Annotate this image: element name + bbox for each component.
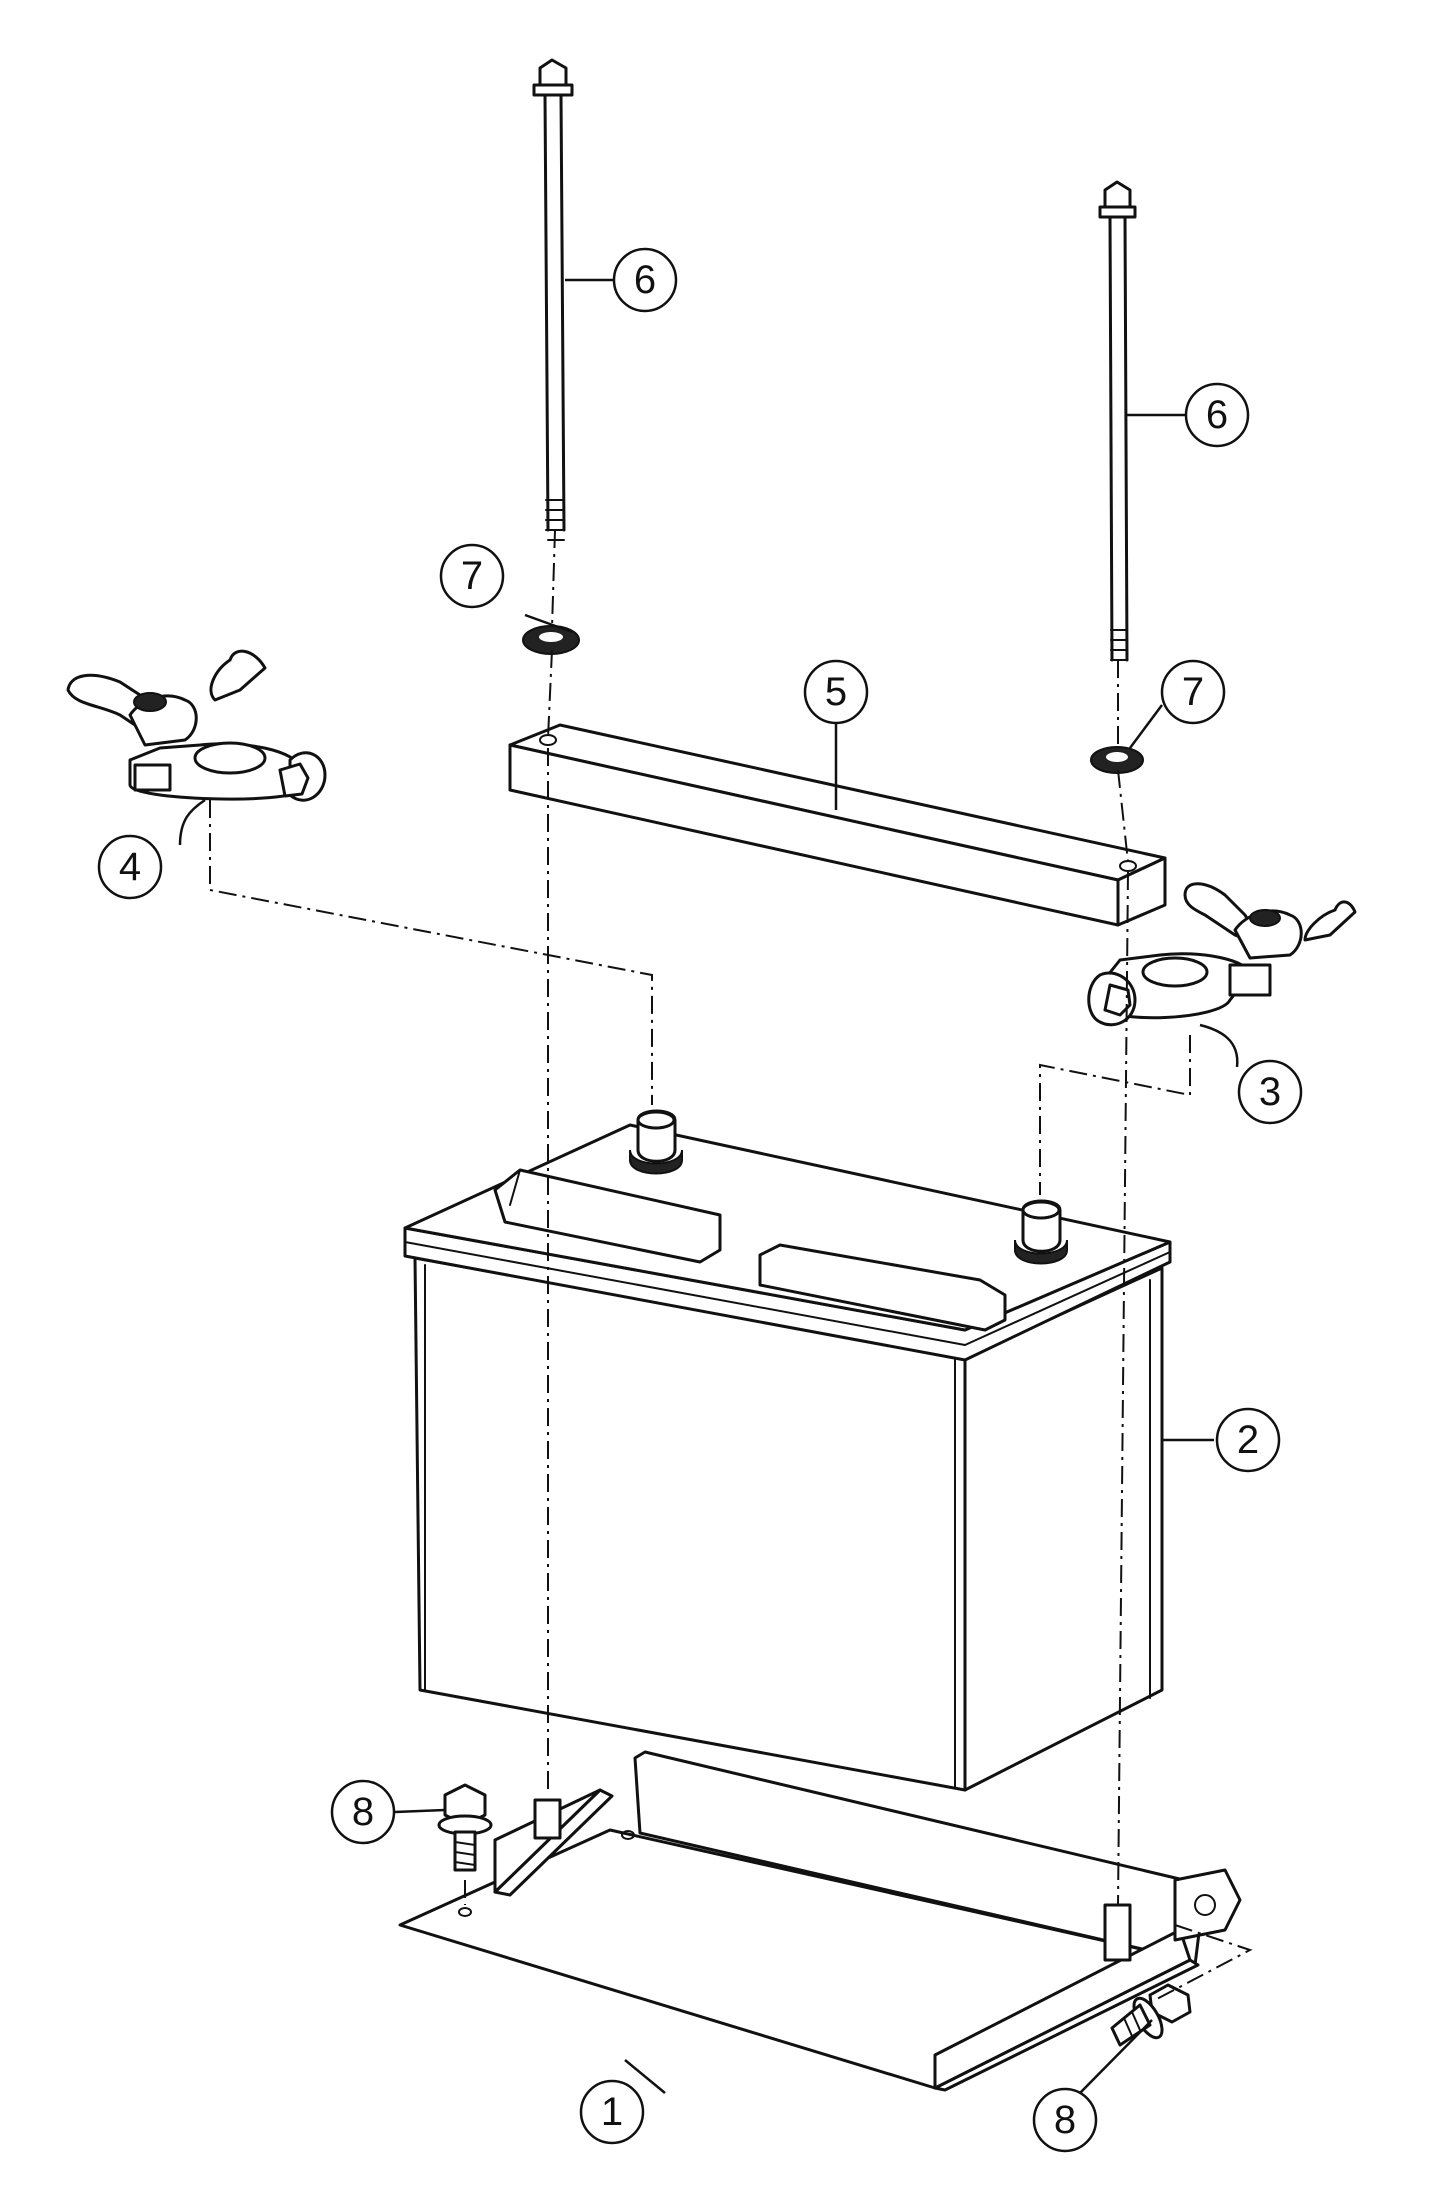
j-bolt-left <box>532 58 574 541</box>
callout-bubble-7-left: 7 <box>439 543 505 609</box>
callout-bubble-8-right: 8 <box>1032 2087 1098 2153</box>
callout-label-6-left: 6 <box>634 258 656 302</box>
callout-label-7-left: 7 <box>461 554 483 598</box>
terminal-clamp-left <box>66 649 327 802</box>
washer-left <box>522 625 580 655</box>
callout-leaders <box>178 278 1239 2094</box>
flange-bolt-left <box>437 1783 493 1872</box>
callout-bubble-5: 5 <box>803 659 869 725</box>
battery-post-right <box>1014 1199 1068 1265</box>
callout-label-8-left: 8 <box>352 1790 374 1834</box>
battery <box>403 1109 1172 1792</box>
callout-bubble-4: 4 <box>97 834 163 900</box>
callout-label-7-right: 7 <box>1182 670 1204 714</box>
callout-label-8-right: 8 <box>1054 2098 1076 2142</box>
callout-bubble-2: 2 <box>1215 1407 1281 1473</box>
callout-bubble-8-left: 8 <box>330 1779 396 1845</box>
callout-bubble-3: 3 <box>1237 1059 1303 1125</box>
hold-down-bar <box>508 723 1167 927</box>
callout-label-4: 4 <box>119 845 141 889</box>
flange-bolt-right <box>1110 1983 1192 2047</box>
washer-right <box>1090 746 1144 774</box>
assembly-lines <box>209 529 1253 2001</box>
callout-label-5: 5 <box>825 670 847 714</box>
callout-label-6-right: 6 <box>1206 393 1228 437</box>
callout-bubble-1: 1 <box>579 2079 645 2145</box>
battery-tray <box>398 1750 1242 2092</box>
battery-post-left <box>629 1109 683 1175</box>
callout-label-1: 1 <box>601 2090 623 2134</box>
callout-bubble-6-right: 6 <box>1184 382 1250 448</box>
callout-label-2: 2 <box>1237 1418 1259 1462</box>
terminal-clamp-right <box>1087 882 1357 1027</box>
callout-bubble-7-right: 7 <box>1160 659 1226 725</box>
j-bolt-right <box>1098 180 1137 662</box>
callout-label-3: 3 <box>1259 1070 1281 1114</box>
callout-bubble-6-left: 6 <box>612 247 678 313</box>
